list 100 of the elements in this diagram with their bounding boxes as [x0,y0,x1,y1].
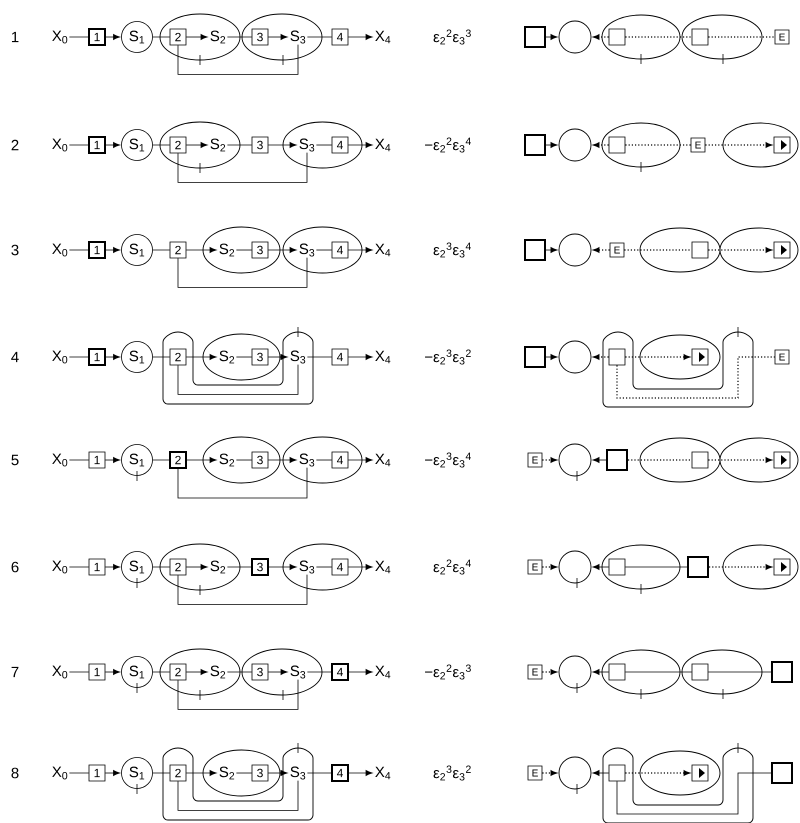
connector-line [316,144,332,146]
arrow [105,770,120,776]
connector-line [68,36,88,38]
numbered-box: 3 [252,452,268,468]
symbol-label: S$_{2}$ [220,350,234,364]
symbol-label: S$_{2}$ [210,560,226,574]
numbered-box: 1 [88,764,106,782]
symbol-label: X$_{4}$ [375,560,390,574]
connector-line [152,36,170,38]
numbered-box: 2 [170,28,186,46]
square [608,136,626,154]
connector-line [306,772,332,774]
square [524,134,546,156]
numbered-box: 2 [170,242,186,258]
dotted-arrow [593,34,609,40]
numbered-box: 3 [252,242,268,258]
symbol-label: S$_{3}$ [290,30,306,44]
oval [202,750,280,796]
symbol-label: S$_{3}$ [300,244,314,256]
square [606,449,628,471]
oval [282,436,362,484]
symbol-label: S$_{2}$ [220,766,234,780]
symbol-label: S$_{2}$ [220,454,234,466]
dotted-line [616,356,775,399]
arrow [268,354,288,360]
arrow-square [774,136,790,154]
oval [160,544,240,590]
arrow-square [692,764,708,782]
letter-box: E [528,766,542,780]
square [692,28,708,46]
connector-line [152,144,170,146]
dotted-arrow [625,354,690,360]
row-number: 4 [11,352,19,362]
symbol-label: X$_{0}$ [52,138,68,152]
letter-box: E [610,242,624,258]
numbered-box: 4 [331,764,349,782]
oval [202,436,280,484]
numbered-box: 2 [170,664,186,680]
connector-line [616,772,772,814]
oval [602,14,680,60]
bracket-line [178,780,298,811]
connector-line [236,772,252,774]
connector-line [226,566,252,568]
numbered-box: 4 [332,452,348,468]
dotted-arrow [593,354,609,360]
letter-box: E [528,664,542,680]
symbol-label: S$_{2}$ [210,30,226,44]
arrow [348,457,372,463]
oval [282,122,362,168]
connector-line [152,356,170,358]
circle [558,756,592,790]
square [608,28,626,46]
arrow [106,142,120,148]
connector-line [152,566,170,568]
numbered-box: 1 [88,452,106,468]
circle [558,128,592,162]
dotted-line [624,249,692,251]
circle [558,444,592,476]
symbol-label: X$_{4}$ [375,30,390,44]
dotted-line [625,36,692,38]
numbered-box: 1 [88,348,106,366]
arrow [546,247,558,253]
arrow [546,354,558,360]
numbered-box: 2 [170,764,186,782]
oval [160,648,240,696]
oval [640,438,720,482]
circle [558,234,592,266]
numbered-box: 3 [252,136,268,154]
dotted-arrow [542,564,557,570]
arrow [348,142,372,148]
oval [202,226,280,274]
symbol-label: S$_{2}$ [210,138,226,152]
connector-line [68,566,89,568]
square [771,762,793,784]
square [771,661,793,683]
symbol-label: X$_{4}$ [375,766,390,780]
connector-line [625,566,688,568]
arrow [186,669,208,675]
symbol-label: X$_{4}$ [375,666,390,678]
dotted-line [628,459,692,461]
arrow [106,247,120,253]
oval [282,226,362,274]
square [692,664,708,680]
oval [682,14,762,60]
bracket-line [178,574,308,605]
oval [720,438,798,482]
numbered-box: 4 [332,136,348,154]
arrow [105,457,120,463]
arrow [348,354,372,360]
formula: ε$_{2}$$^{2}$ε$_{3}$3 [434,30,471,45]
arrow-square [774,242,790,258]
numbered-box: 1 [88,664,106,680]
symbol-label: X$_{0}$ [52,244,68,256]
arrow [546,142,558,148]
arrow [348,247,372,253]
connector-line [306,356,332,358]
symbol-label: X$_{0}$ [52,350,68,364]
connector-line [68,356,88,358]
arrow [186,770,216,776]
oval [282,544,362,590]
